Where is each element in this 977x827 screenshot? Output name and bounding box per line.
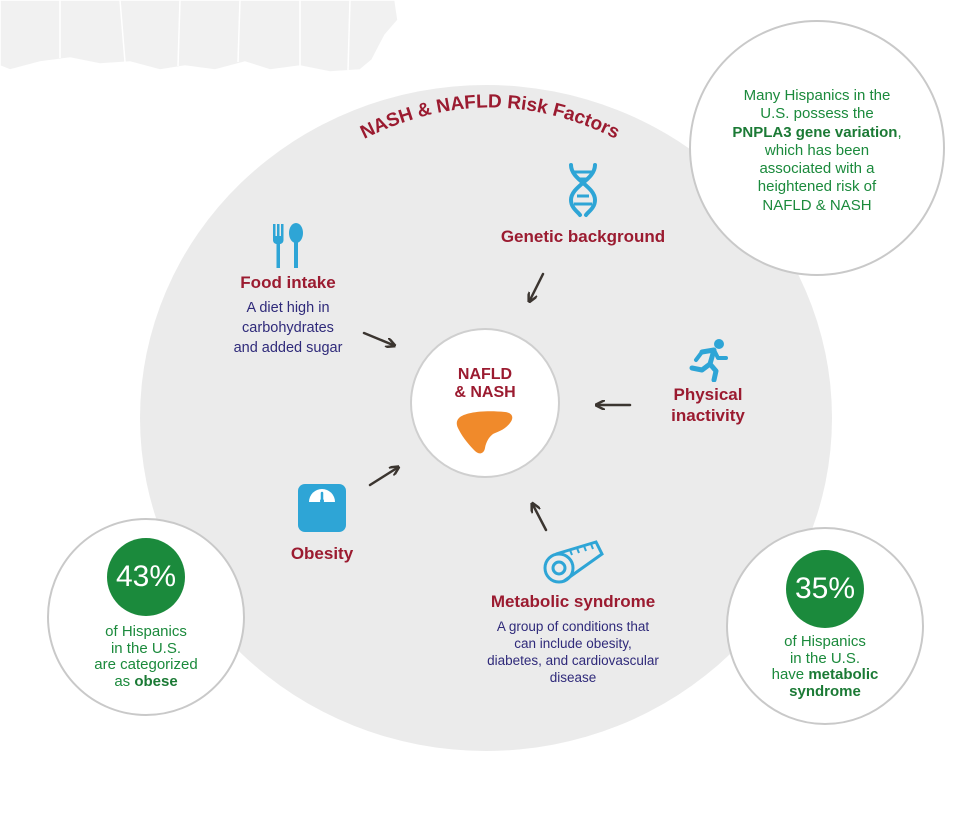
gene-note-text: Many Hispanics in the U.S. possess the P… — [699, 87, 935, 215]
metabolic-line2: in the U.S. — [789, 649, 861, 667]
scale-icon — [298, 484, 346, 532]
food-intake-description: A diet high in carbohydrates and added s… — [208, 298, 368, 358]
gene-note-line4: which has been — [764, 141, 870, 159]
metabolic-desc-line1: A group of conditions that — [496, 619, 650, 634]
metabolic-line3-pre: have — [771, 666, 809, 683]
metabolic-line4: syndrome — [741, 682, 909, 701]
metabolic-stat-value: 35% — [786, 550, 864, 628]
fork-spoon-icon — [273, 223, 303, 268]
metabolic-stat-text: of Hispanics in the U.S. have metabolic … — [741, 633, 909, 701]
food-desc-line2: carbohydrates — [242, 320, 334, 336]
metabolic-line3: have metabolic — [741, 666, 909, 684]
physical-title-line2: inactivity — [671, 406, 745, 425]
physical-inactivity-title: Physical inactivity — [648, 384, 768, 426]
diagram-title: NASH & NAFLD Risk Factors — [357, 91, 623, 143]
physical-title-line1: Physical — [673, 385, 743, 404]
gene-note-line3: PNPLA3 gene variation, — [699, 124, 935, 142]
gene-note-line2: U.S. possess the — [760, 105, 874, 123]
center-label: NAFLD & NASH — [410, 366, 560, 402]
metabolic-syndrome-title: Metabolic syndrome — [490, 592, 656, 611]
gene-note-line6: heightened risk of — [757, 178, 877, 196]
obese-bold: obese — [134, 672, 178, 690]
metabolic-bold-1: metabolic — [808, 666, 879, 683]
genetic-background-title: Genetic background — [500, 227, 666, 246]
obese-line4: as obese — [62, 672, 230, 691]
obese-line3: are categorized — [94, 656, 198, 673]
gene-note-line5: associated with a — [759, 160, 875, 178]
metabolic-bold-2: syndrome — [789, 682, 861, 700]
metabolic-desc-line4: disease — [549, 670, 597, 685]
food-intake-title: Food intake — [240, 273, 336, 292]
metabolic-syndrome-description: A group of conditions that can include o… — [460, 618, 686, 686]
dna-icon — [568, 163, 598, 217]
obese-stat-text: of Hispanics in the U.S. are categorized… — [62, 623, 230, 691]
food-desc-line3: and added sugar — [233, 340, 343, 356]
center-label-line1: NAFLD — [457, 366, 513, 383]
background-map — [0, 0, 399, 73]
obese-stat-value: 43% — [107, 538, 185, 616]
obesity-title: Obesity — [290, 544, 354, 563]
center-label-line2: & NASH — [454, 384, 516, 401]
metabolic-line1: of Hispanics — [784, 633, 866, 650]
measuring-tape-icon — [543, 540, 604, 584]
metabolic-desc-line3: diabetes, and cardiovascular — [487, 653, 659, 668]
gene-note-comma: , — [897, 123, 902, 141]
gene-note-line1: Many Hispanics in the — [743, 87, 891, 104]
metabolic-desc-line2: can include obesity, — [514, 636, 632, 651]
gene-note-circle — [689, 20, 945, 276]
gene-note-line7: NAFLD & NASH — [762, 196, 872, 214]
svg-text:NASH & NAFLD Risk Factors: NASH & NAFLD Risk Factors — [357, 91, 623, 143]
food-desc-line1: A diet high in — [246, 300, 330, 316]
obese-line2: in the U.S. — [110, 639, 182, 657]
obese-stat-circle — [47, 518, 245, 716]
gene-variation-bold: PNPLA3 gene variation — [732, 123, 898, 141]
liver-icon — [456, 411, 513, 454]
running-person-icon — [689, 339, 728, 382]
obese-line4-pre: as — [114, 672, 135, 690]
center-circle — [410, 328, 560, 478]
obese-line1: of Hispanics — [105, 623, 187, 640]
